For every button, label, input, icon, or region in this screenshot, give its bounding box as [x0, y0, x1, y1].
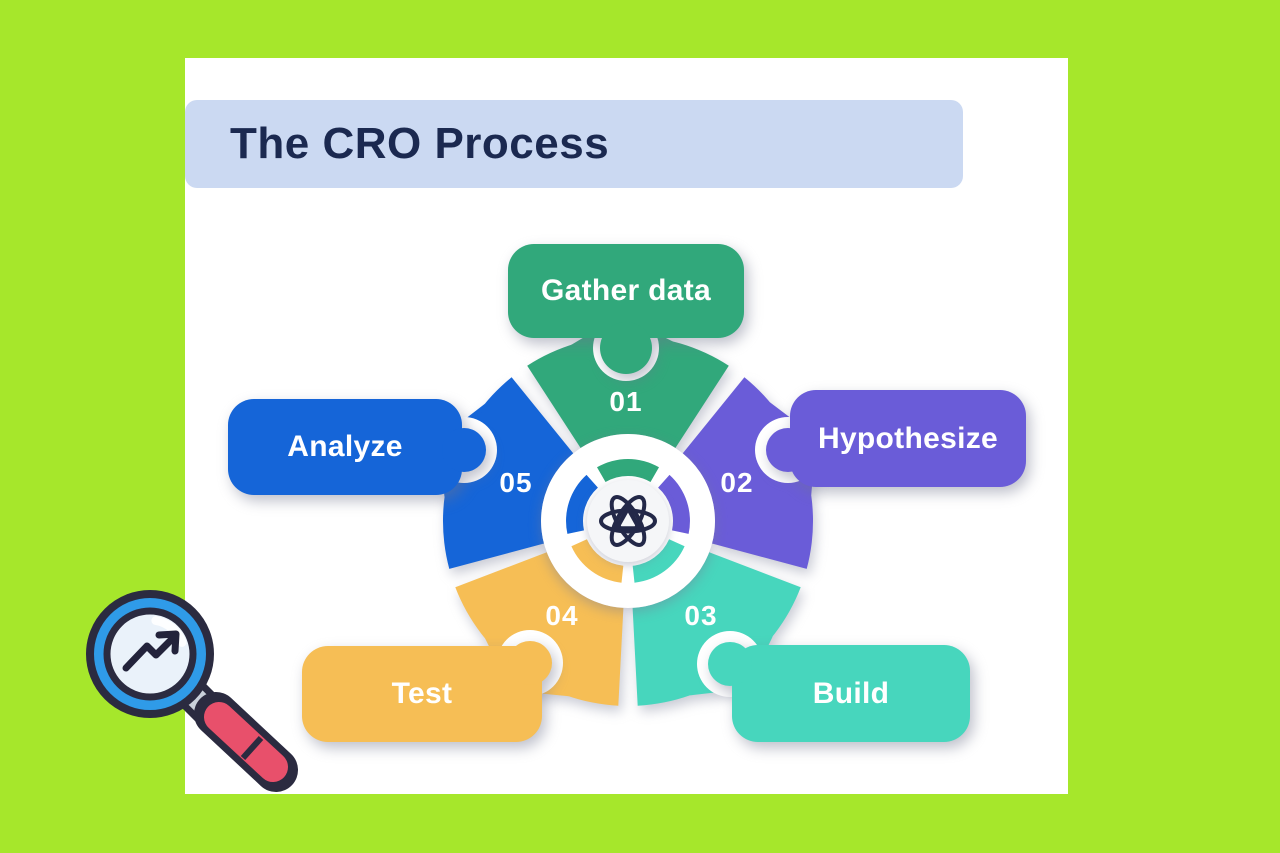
- label-gather-data-wrap: Gather data: [508, 244, 744, 374]
- step-number-05: 05: [499, 467, 533, 498]
- trend-arrow-icon: [122, 630, 180, 672]
- segment-03-build: [632, 552, 801, 706]
- step-number-02: 02: [720, 467, 754, 498]
- step-number-03: 03: [684, 600, 718, 631]
- label-test-text: Test: [391, 677, 453, 710]
- label-test-tab: [508, 641, 552, 685]
- atom-icon: [599, 495, 657, 547]
- label-gather-data-text: Gather data: [540, 274, 711, 307]
- segment-04-test: [455, 552, 624, 706]
- label-hypothesize-tab: [766, 428, 810, 472]
- label-test-wrap: Test: [302, 641, 552, 742]
- label-test: Test: [302, 641, 552, 742]
- hub-core: [587, 480, 669, 562]
- title-bar: The CRO Process: [185, 100, 963, 188]
- label-hypothesize-wrap: Hypothesize: [766, 390, 1026, 487]
- label-gather-data-tab: [600, 322, 652, 374]
- label-gather-data: Gather data: [508, 244, 744, 374]
- step-number-04: 04: [545, 600, 579, 631]
- hub-color-ring: [566, 458, 690, 583]
- label-analyze-wrap: Analyze: [228, 399, 486, 495]
- label-build-wrap: Build: [708, 642, 970, 742]
- segment-01-gather-data: [527, 335, 729, 448]
- label-analyze-text: Analyze: [287, 430, 403, 463]
- label-hypothesize-text: Hypothesize: [817, 421, 998, 455]
- label-analyze-tab: [442, 428, 486, 472]
- label-build: Build: [708, 642, 970, 742]
- label-hypothesize: Hypothesize: [766, 390, 1026, 487]
- label-analyze: Analyze: [228, 399, 486, 495]
- label-build-text: Build: [812, 676, 890, 710]
- step-number-01: 01: [609, 386, 643, 417]
- page-title: The CRO Process: [230, 119, 610, 168]
- label-build-tab: [708, 642, 752, 686]
